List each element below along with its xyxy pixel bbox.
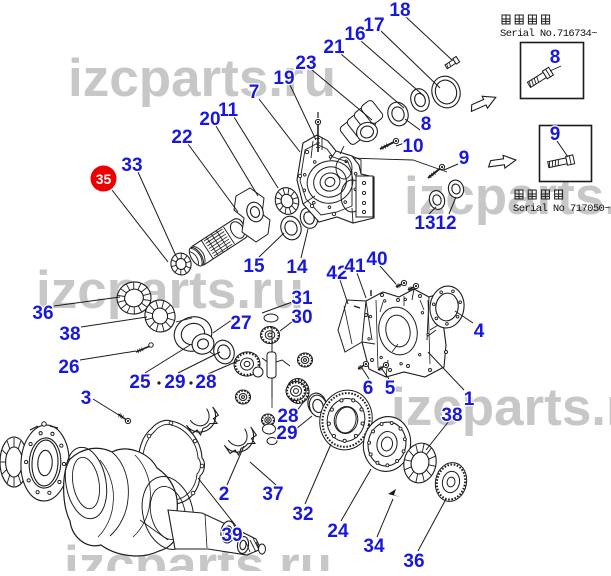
svg-text:28: 28: [277, 406, 298, 427]
svg-text:31: 31: [291, 288, 313, 309]
svg-text:28: 28: [195, 372, 216, 393]
svg-text:25: 25: [129, 372, 151, 393]
svg-text:13: 13: [414, 213, 435, 234]
svg-text:38: 38: [59, 324, 80, 345]
svg-text:22: 22: [171, 127, 192, 148]
svg-text:41: 41: [344, 256, 366, 277]
svg-text:37: 37: [262, 484, 283, 505]
svg-text:19: 19: [273, 68, 294, 89]
svg-text:3: 3: [81, 388, 92, 409]
svg-text:6: 6: [363, 378, 374, 399]
svg-text:16: 16: [344, 24, 365, 45]
svg-text:18: 18: [389, 0, 410, 21]
svg-text:29: 29: [164, 372, 185, 393]
svg-text:20: 20: [199, 109, 220, 130]
svg-text:29: 29: [276, 423, 297, 444]
svg-text:32: 32: [292, 504, 313, 525]
svg-text:38: 38: [441, 405, 462, 426]
svg-text:1: 1: [464, 389, 475, 410]
svg-text:8: 8: [421, 114, 432, 135]
svg-text:42: 42: [326, 263, 347, 284]
svg-text:2: 2: [219, 484, 230, 505]
svg-text:36: 36: [32, 303, 53, 324]
svg-text:17: 17: [363, 15, 384, 36]
svg-text:9: 9: [459, 148, 470, 169]
svg-text:10: 10: [402, 136, 423, 157]
svg-text:7: 7: [249, 82, 260, 103]
svg-text:izcparts.ru: izcparts.ru: [68, 49, 336, 108]
svg-text:27: 27: [230, 313, 251, 334]
svg-text:40: 40: [366, 249, 387, 270]
svg-text:26: 26: [58, 357, 79, 378]
svg-text:24: 24: [327, 521, 349, 542]
svg-text:39: 39: [221, 525, 242, 546]
svg-text:33: 33: [121, 155, 142, 176]
svg-text:21: 21: [323, 37, 345, 58]
svg-text:8: 8: [550, 47, 561, 68]
svg-text:Serial No 717050~: Serial No 717050~: [513, 203, 610, 215]
svg-text:4: 4: [474, 321, 485, 342]
svg-text:35: 35: [96, 171, 112, 187]
svg-text:15: 15: [243, 256, 265, 277]
svg-text:izcparts.ru: izcparts.ru: [391, 378, 611, 437]
svg-text:23: 23: [295, 53, 316, 74]
svg-text:Serial No.716734~: Serial No.716734~: [500, 28, 597, 40]
svg-text:9: 9: [550, 124, 561, 145]
svg-text:34: 34: [363, 536, 385, 557]
svg-text:12: 12: [435, 213, 456, 234]
svg-text:14: 14: [286, 257, 308, 278]
svg-text:36: 36: [403, 551, 424, 571]
svg-text:11: 11: [218, 100, 239, 121]
svg-text:30: 30: [291, 307, 312, 328]
svg-text:5: 5: [385, 378, 396, 399]
